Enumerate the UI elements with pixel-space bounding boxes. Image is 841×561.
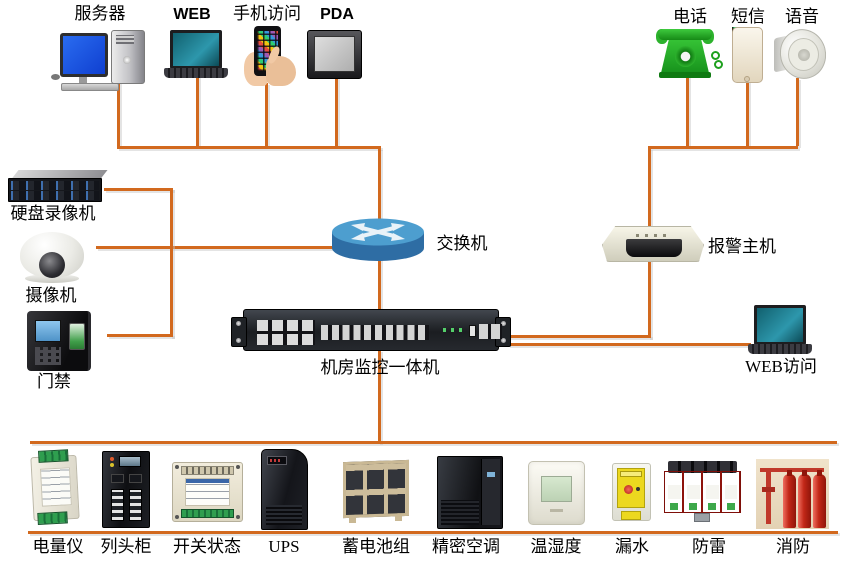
label-dvr: 硬盘录像机 [10,204,96,223]
speaker-icon [774,24,832,84]
dvr-icon [8,170,108,203]
connector [107,334,173,337]
server-pc-icon [51,28,147,91]
label-power-meter: 电量仪 [32,537,84,556]
connector [28,531,838,534]
label-camera: 摄像机 [25,286,77,305]
label-ups: UPS [268,537,300,556]
connector [378,257,381,311]
connector [648,148,651,229]
connector [796,78,799,146]
battery-bank-icon [343,459,409,523]
label-lightning: 防雷 [692,537,726,556]
connector [30,441,837,444]
connector [196,76,199,146]
label-battery-bank: 蓄电池组 [342,537,410,556]
label-switch: 交换机 [436,234,488,253]
surge-protector-icon [664,461,741,525]
connector [378,148,381,222]
connector [170,188,173,337]
connector [746,80,749,146]
row-cabinet-icon [102,451,150,528]
label-monitoring-unit: 机房监控一体机 [320,358,440,377]
temp-humidity-sensor-icon [528,461,585,525]
monitoring-unit-icon [231,309,511,352]
web-laptop-icon [164,30,228,78]
label-web-access: WEB访问 [745,357,817,376]
label-mobile-access: 手机访问 [233,4,301,23]
switch-status-board-icon [172,462,243,522]
web-access-laptop-icon [748,302,812,355]
label-server: 服务器 [74,4,126,23]
mobile-phone-hand-icon [244,26,296,88]
connector [96,246,334,249]
connector [117,80,120,146]
switch-icon [331,217,425,263]
label-pda: PDA [320,6,354,23]
dome-camera-icon [20,228,84,285]
connector [378,350,381,443]
telephone-icon [656,29,723,79]
connector [335,77,338,146]
connector [686,76,689,146]
water-leak-sensor-icon [612,463,651,528]
connector [648,146,798,149]
connector [648,259,651,338]
smartphone-icon [732,27,763,83]
fire-suppression-icon [756,459,829,529]
label-telephone: 电话 [673,7,707,26]
label-switch-status: 开关状态 [173,537,241,556]
connector [117,146,381,149]
access-control-icon [27,311,91,371]
connector [104,188,173,191]
label-precision-ac: 精密空调 [432,537,500,556]
label-alarm-host: 报警主机 [708,237,776,256]
label-door-access: 门禁 [37,372,71,391]
alarm-host-icon [602,226,704,264]
pda-icon [307,30,362,79]
power-meter-icon [30,449,81,527]
precision-ac-icon [437,456,503,529]
label-water-leak: 漏水 [615,537,649,556]
label-row-cabinet: 列头柜 [100,537,152,556]
connector [508,343,751,346]
label-voice: 语音 [785,7,819,26]
connector [508,335,651,338]
label-web: WEB [173,6,211,23]
label-temp-humidity: 温湿度 [530,537,582,556]
label-sms: 短信 [731,7,765,26]
label-fire: 消防 [776,537,810,556]
ups-icon [261,449,308,530]
connector [265,83,268,146]
monitor-icon [60,33,108,77]
